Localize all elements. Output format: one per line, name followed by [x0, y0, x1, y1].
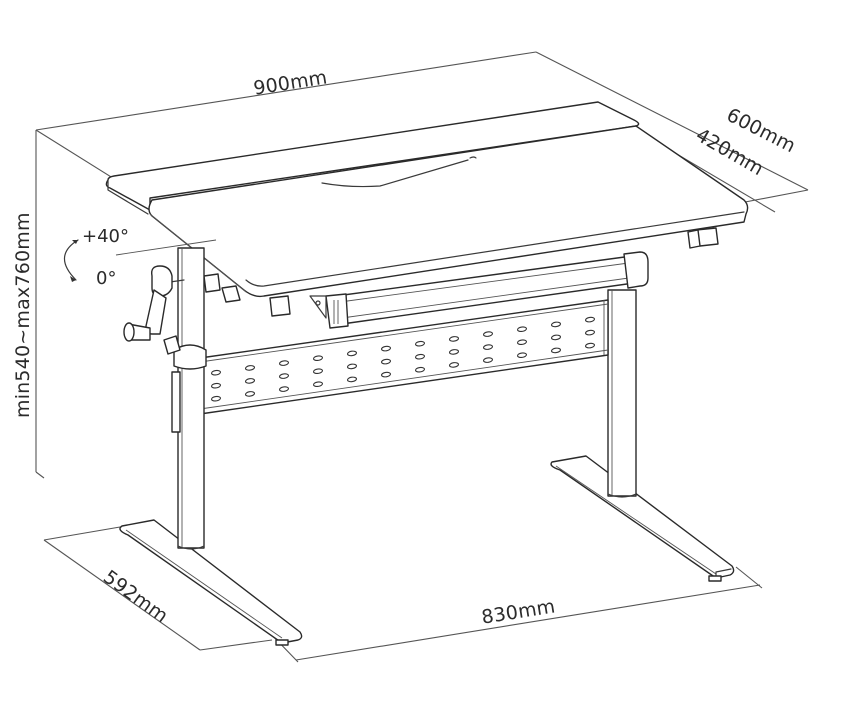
- slot-hole: [516, 339, 528, 346]
- slot-hole: [482, 331, 494, 337]
- tilt-max-label: +40°: [82, 226, 129, 247]
- slot-hole: [448, 336, 460, 342]
- slot-hole: [210, 382, 222, 389]
- slot-hole: [584, 316, 596, 323]
- height-range-label: min540~max760mm: [12, 212, 34, 418]
- tilt-angle-arrow: [63, 239, 217, 282]
- slot-hole: [482, 357, 494, 363]
- slot-hole: [210, 395, 222, 402]
- slot-hole: [448, 362, 460, 368]
- cable-tray: [309, 251, 649, 329]
- slot-hole: [346, 376, 358, 383]
- slot-hole: [380, 358, 392, 365]
- slot-hole: [516, 352, 528, 359]
- slot-hole: [550, 334, 562, 341]
- left-foot: [119, 519, 303, 646]
- left-leg: [163, 247, 207, 550]
- tilt-min-label: 0°: [96, 268, 117, 289]
- slot-hole: [584, 342, 596, 349]
- slot-hole: [278, 360, 290, 366]
- slot-hole: [414, 340, 426, 347]
- slot-hole: [414, 353, 426, 360]
- desktop: [105, 101, 749, 317]
- slot-hole: [380, 371, 392, 378]
- slot-hole: [550, 347, 562, 354]
- slot-hole: [312, 355, 324, 362]
- slot-hole: [210, 369, 222, 376]
- slot-hole: [244, 391, 256, 397]
- slot-hole: [312, 381, 324, 388]
- right-foot: [550, 455, 735, 582]
- slot-hole: [312, 368, 324, 375]
- slot-hole: [550, 321, 562, 328]
- slot-hole: [448, 349, 460, 355]
- slot-hole: [516, 326, 528, 333]
- right-leg: [607, 289, 637, 498]
- slot-hole: [278, 386, 290, 392]
- perforated-crossbar: [199, 299, 609, 415]
- slot-hole: [584, 329, 596, 336]
- slot-hole: [380, 345, 392, 352]
- slot-hole: [414, 366, 426, 373]
- slot-hole: [244, 378, 256, 384]
- slot-hole: [346, 350, 358, 357]
- slot-hole: [244, 365, 256, 371]
- crossbar-slots: [210, 316, 596, 402]
- slot-hole: [482, 344, 494, 350]
- slot-hole: [278, 373, 290, 379]
- slot-hole: [346, 363, 358, 370]
- hand-crank: [123, 265, 185, 342]
